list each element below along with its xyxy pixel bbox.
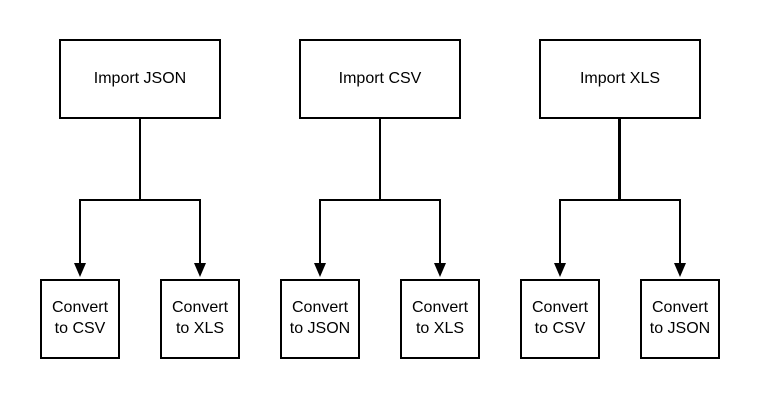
node-import-xls: Import XLS (539, 39, 701, 119)
arrowhead-down-icon (674, 263, 686, 277)
node-import-json: Import JSON (59, 39, 221, 119)
node-label: Convert to XLS (411, 299, 469, 337)
arrowhead-down-icon (314, 263, 326, 277)
node-label: Convert to JSON (289, 299, 351, 337)
connector-line (319, 199, 441, 201)
arrowhead-down-icon (194, 263, 206, 277)
node-label: Convert to JSON (649, 299, 711, 337)
connector-line (559, 199, 681, 201)
connector-line (559, 199, 561, 264)
node-convert-to-csv: Convert to CSV (40, 279, 120, 359)
node-label: Convert to XLS (171, 299, 229, 337)
connector-line (139, 119, 141, 200)
node-convert-to-xls: Convert to XLS (160, 279, 240, 359)
node-label: Import CSV (338, 69, 422, 87)
node-label: Convert to CSV (51, 299, 109, 337)
node-label: Convert to CSV (531, 299, 589, 337)
connector-line (79, 199, 81, 264)
connector-line (679, 199, 681, 264)
connector-line (319, 199, 321, 264)
arrowhead-down-icon (74, 263, 86, 277)
node-convert-to-csv: Convert to CSV (520, 279, 600, 359)
connector-line (199, 199, 201, 264)
node-label: Import JSON (93, 69, 187, 87)
node-convert-to-json: Convert to JSON (640, 279, 720, 359)
connector-line (79, 199, 201, 201)
node-import-csv: Import CSV (299, 39, 461, 119)
node-label: Import XLS (579, 69, 661, 87)
node-convert-to-json: Convert to JSON (280, 279, 360, 359)
connector-line (618, 119, 621, 200)
arrowhead-down-icon (434, 263, 446, 277)
arrowhead-down-icon (554, 263, 566, 277)
connector-line (439, 199, 441, 264)
node-convert-to-xls: Convert to XLS (400, 279, 480, 359)
connector-line (379, 119, 381, 200)
